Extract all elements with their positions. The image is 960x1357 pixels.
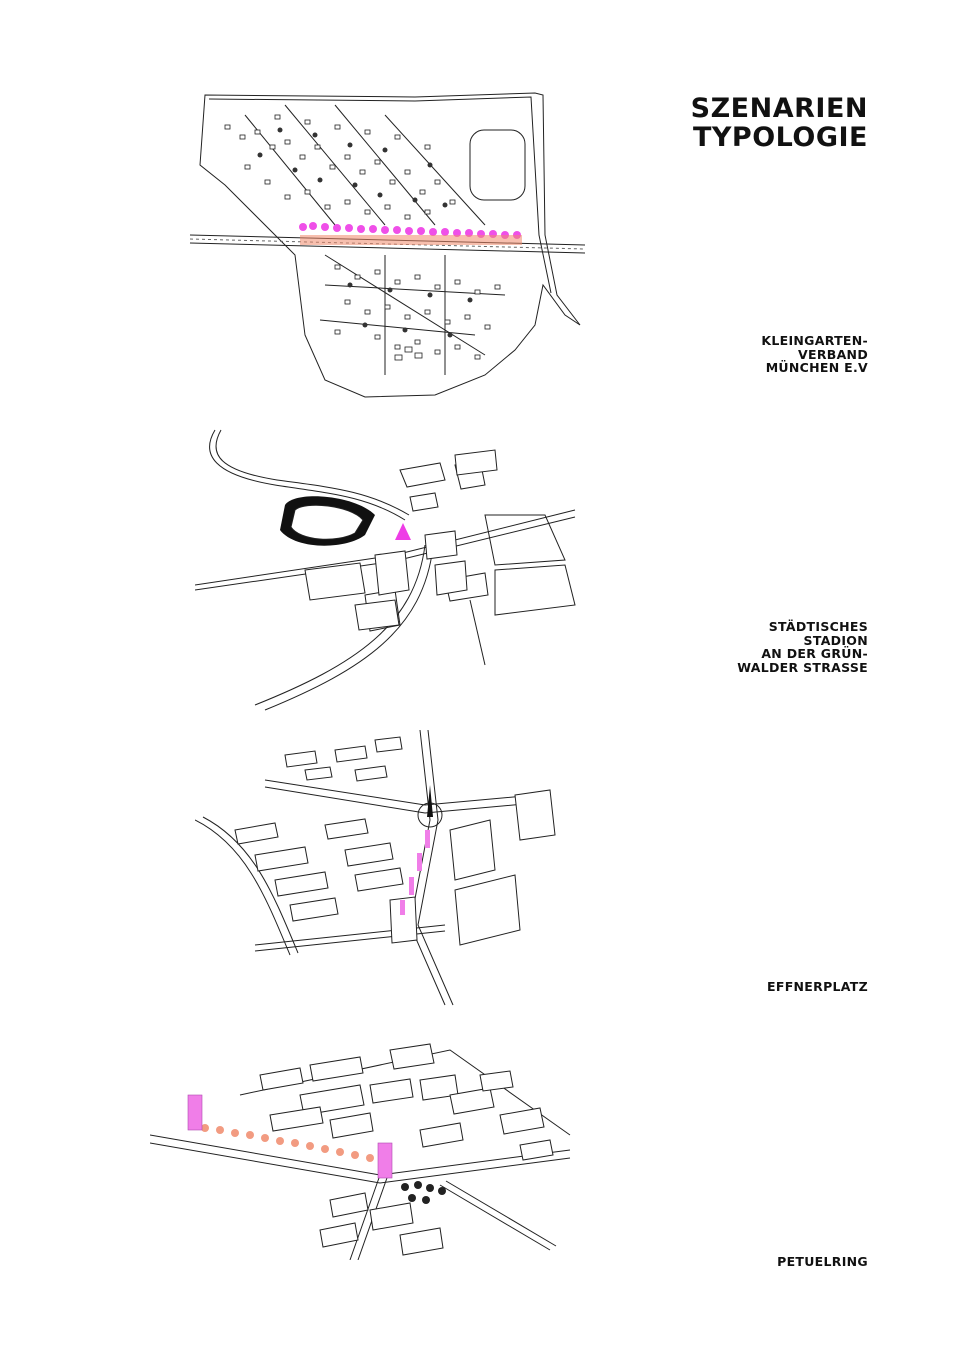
label-line: KLEINGARTEN- xyxy=(761,333,868,348)
label-line: WALDER STRASSE xyxy=(737,659,868,675)
plan-stadion xyxy=(195,425,580,715)
title-line-2: TYPOLOGIE xyxy=(692,122,868,153)
label-line: AN DER GRÜN- xyxy=(761,646,868,661)
scenario-label-stadion: STÄDTISCHES STADION AN DER GRÜN- WALDER … xyxy=(737,620,868,674)
page-title: SZENARIEN TYPOLOGIE xyxy=(691,94,868,152)
title-line-1: SZENARIEN xyxy=(690,93,868,124)
scenario-label-kleingarten: KLEINGARTEN- VERBAND MÜNCHEN E.V xyxy=(761,334,868,375)
label-line: VERBAND xyxy=(798,346,868,362)
plan-effnerplatz xyxy=(195,725,565,1010)
scenario-label-petuelring: PETUELRING xyxy=(777,1255,868,1269)
label-line: EFFNERPLATZ xyxy=(767,979,868,994)
kleingarten-siteplan-drawing xyxy=(189,92,585,398)
stadion-axonometric-drawing xyxy=(195,429,576,711)
effnerplatz-axonometric-drawing xyxy=(195,729,556,1006)
plan-petuelring xyxy=(150,1035,580,1260)
label-line: MÜNCHEN E.V xyxy=(765,360,868,375)
label-line: STÄDTISCHES xyxy=(768,619,868,634)
label-line: PETUELRING xyxy=(777,1254,868,1269)
label-line: STADION xyxy=(803,632,868,648)
scenario-label-effnerplatz: EFFNERPLATZ xyxy=(767,980,868,994)
plan-kleingarten xyxy=(185,85,585,405)
petuelring-axonometric-drawing xyxy=(150,1043,571,1260)
